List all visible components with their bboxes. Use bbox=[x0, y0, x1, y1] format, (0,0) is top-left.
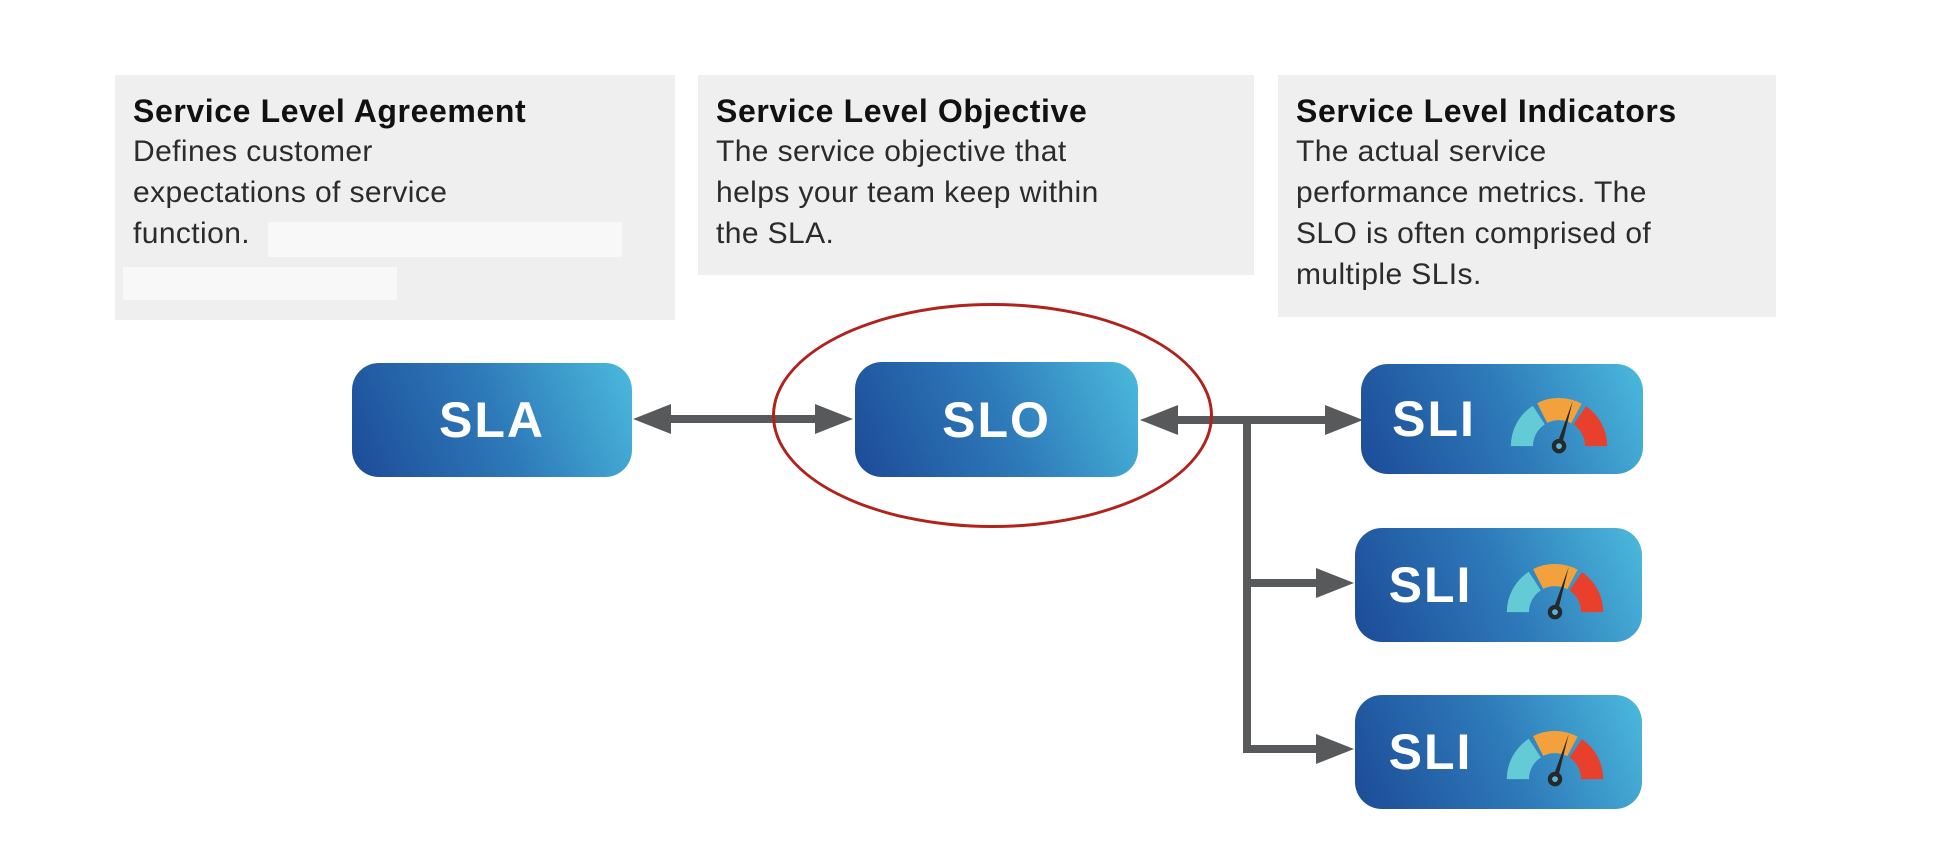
card-title-sla: Service Level Agreement bbox=[133, 93, 527, 129]
card-body-slo: The service objective that helps your te… bbox=[716, 135, 1099, 250]
redacted-text-area bbox=[268, 222, 622, 257]
card-title-sli: Service Level Indicators bbox=[1296, 93, 1677, 129]
node-sla-label: SLA bbox=[439, 392, 545, 448]
arrowhead-into-slo-right bbox=[1140, 405, 1178, 435]
gauge-icon bbox=[1510, 397, 1608, 454]
node-slo-label: SLO bbox=[942, 391, 1051, 448]
node-sli-2-label: SLI bbox=[1388, 557, 1473, 613]
node-sli-2: SLI bbox=[1355, 528, 1642, 642]
card-body-sli: The actual service performance metrics. … bbox=[1296, 135, 1652, 291]
card-service-level-objective: Service Level Objective The service obje… bbox=[698, 75, 1254, 275]
connector-branch-sli-2 bbox=[1247, 579, 1319, 587]
node-sli-3: SLI bbox=[1355, 695, 1642, 809]
card-body-sla: Defines customer expectations of service… bbox=[133, 135, 448, 250]
arrowhead-into-sli-1 bbox=[1325, 405, 1363, 435]
node-slo: SLO bbox=[855, 362, 1138, 477]
card-service-level-agreement: Service Level Agreement Defines customer… bbox=[115, 75, 675, 320]
card-title-slo: Service Level Objective bbox=[716, 93, 1088, 129]
node-sli-3-label: SLI bbox=[1388, 724, 1473, 780]
arrowhead-into-sli-2 bbox=[1316, 568, 1354, 598]
gauge-icon bbox=[1507, 563, 1604, 620]
node-sli-1: SLI bbox=[1361, 364, 1643, 474]
node-sla: SLA bbox=[352, 363, 632, 477]
redacted-text-area bbox=[123, 267, 397, 300]
node-sli-1-label: SLI bbox=[1392, 391, 1476, 447]
arrow-sla-slo-shaft bbox=[655, 415, 835, 423]
arrowhead-into-sla bbox=[633, 404, 671, 434]
arrowhead-into-sli-3 bbox=[1316, 734, 1354, 764]
connector-branch-sli-3 bbox=[1247, 745, 1319, 753]
gauge-icon bbox=[1507, 730, 1604, 787]
arrowhead-into-slo-left bbox=[815, 404, 853, 434]
card-service-level-indicators: Service Level Indicators The actual serv… bbox=[1278, 75, 1776, 317]
